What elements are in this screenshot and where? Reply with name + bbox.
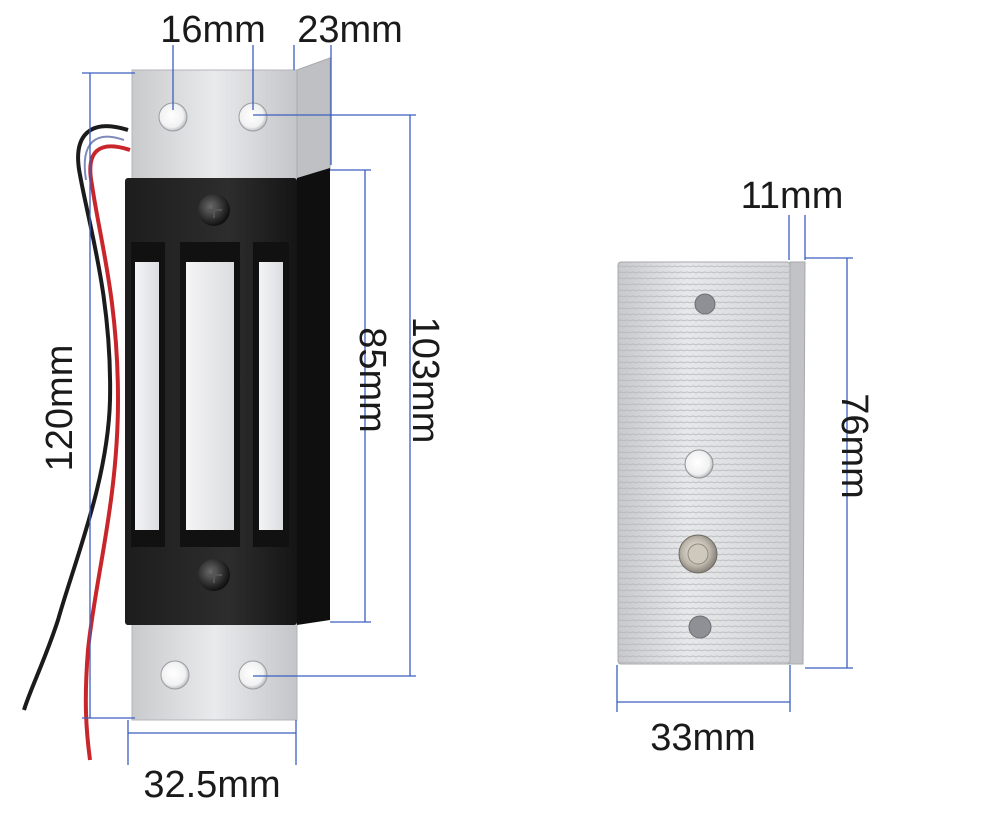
dim-label-hole-pitch: 103mm	[404, 317, 446, 444]
plate-center-hole	[684, 449, 714, 479]
dim-label-plate-length: 76mm	[833, 393, 875, 499]
lock-bottom-plate	[131, 611, 298, 721]
black-wire	[22, 124, 129, 711]
lock-mount-hole	[160, 660, 190, 690]
dim-label-lock-width: 32.5mm	[143, 764, 280, 806]
plate-screw-hole	[688, 615, 712, 639]
dim-label-lock-length: 120mm	[39, 345, 81, 472]
dimension-lines	[82, 45, 853, 765]
lock-mount-hole	[238, 660, 268, 690]
magnetic-lock	[22, 57, 331, 761]
dim-label-lock-depth: 23mm	[297, 9, 403, 51]
dim-label-body-length: 85mm	[351, 327, 393, 433]
lock-top-plate	[131, 69, 298, 181]
armature-plate	[617, 261, 806, 665]
dim-label-hole-spacing: 16mm	[160, 9, 266, 51]
dim-label-plate-width: 33mm	[650, 717, 756, 759]
dim-label-plate-depth: 11mm	[741, 175, 844, 217]
plate-screw-hole	[694, 293, 716, 315]
